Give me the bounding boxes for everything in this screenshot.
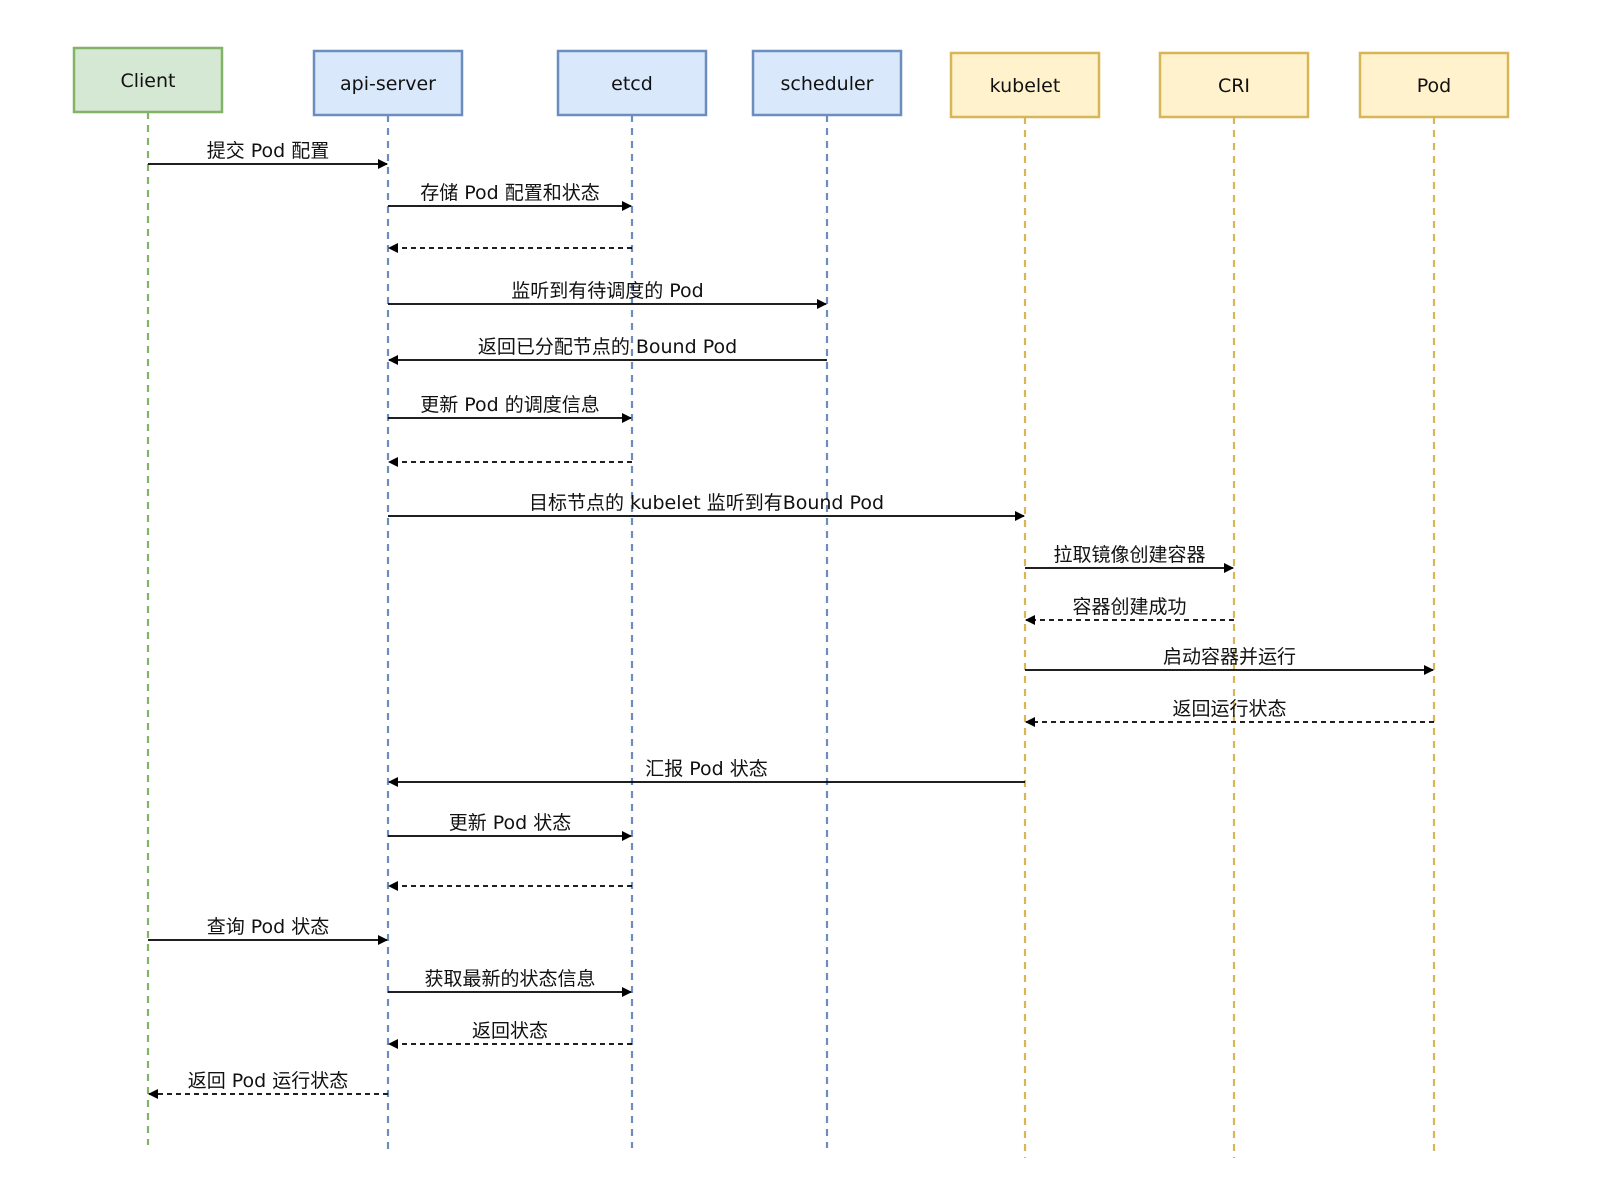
message-12: 返回运行状态 <box>1025 698 1434 727</box>
message-label: 存储 Pod 配置和状态 <box>420 182 600 204</box>
lifelines <box>146 112 1436 1158</box>
message-6: 更新 Pod 的调度信息 <box>388 394 632 423</box>
message-label: 查询 Pod 状态 <box>207 916 330 938</box>
message-2: 存储 Pod 配置和状态 <box>388 182 632 211</box>
actor-label-client: Client <box>120 70 175 92</box>
message-label: 更新 Pod 的调度信息 <box>420 394 600 416</box>
actor-box-client <box>72 46 224 114</box>
actor-label-kubelet: kubelet <box>990 75 1061 97</box>
message-label: 获取最新的状态信息 <box>424 968 595 990</box>
message-label: 容器创建成功 <box>1072 596 1186 618</box>
message-label: 汇报 Pod 状态 <box>645 758 768 780</box>
actors: Client api-server etcd scheduler kubelet CRI P… <box>72 46 1510 119</box>
message-1: 提交 Pod 配置 <box>148 140 388 169</box>
message-label: 返回 Pod 运行状态 <box>188 1070 349 1092</box>
actor-box-etcd <box>556 49 708 117</box>
actor-kubelet: kubelet <box>949 51 1101 119</box>
message-14: 更新 Pod 状态 <box>388 812 632 841</box>
message-4: 监听到有待调度的 Pod <box>388 280 827 309</box>
message-label: 返回运行状态 <box>1172 698 1286 720</box>
message-19: 返回 Pod 运行状态 <box>148 1070 388 1099</box>
actor-box-cri <box>1158 51 1310 119</box>
actor-cri: CRI <box>1158 51 1310 119</box>
message-8: 目标节点的 kubelet 监听到有Bound Pod <box>388 492 1025 521</box>
actor-label-cri: CRI <box>1218 75 1250 97</box>
message-label: 目标节点的 kubelet 监听到有Bound Pod <box>529 492 884 514</box>
actor-scheduler: scheduler <box>751 49 903 117</box>
actor-box-scheduler <box>751 49 903 117</box>
message-17: 获取最新的状态信息 <box>388 968 632 997</box>
message-13: 汇报 Pod 状态 <box>388 758 1025 787</box>
message-label: 提交 Pod 配置 <box>207 140 330 162</box>
actor-box-api-server <box>312 49 464 117</box>
actor-label-pod: Pod <box>1417 75 1451 97</box>
actor-label-scheduler: scheduler <box>781 73 874 95</box>
message-5: 返回已分配节点的 Bound Pod <box>388 336 827 365</box>
actor-label-api-server: api-server <box>340 73 436 95</box>
actor-api-server: api-server <box>312 49 464 117</box>
message-label: 启动容器并运行 <box>1163 646 1296 668</box>
actor-box-pod <box>1358 51 1510 119</box>
actor-etcd: etcd <box>556 49 708 117</box>
message-9: 拉取镜像创建容器 <box>1025 544 1234 573</box>
actor-client: Client <box>72 46 224 114</box>
message-18: 返回状态 <box>388 1020 632 1049</box>
message-16: 查询 Pod 状态 <box>148 916 388 945</box>
message-label: 返回已分配节点的 Bound Pod <box>478 336 737 358</box>
message-label: 监听到有待调度的 Pod <box>511 280 704 302</box>
message-label: 返回状态 <box>472 1020 548 1042</box>
message-11: 启动容器并运行 <box>1025 646 1434 675</box>
actor-box-kubelet <box>949 51 1101 119</box>
message-10: 容器创建成功 <box>1025 596 1234 625</box>
message-label: 更新 Pod 状态 <box>449 812 572 834</box>
message-label: 拉取镜像创建容器 <box>1053 544 1205 566</box>
actor-pod: Pod <box>1358 51 1510 119</box>
actor-label-etcd: etcd <box>611 73 653 95</box>
